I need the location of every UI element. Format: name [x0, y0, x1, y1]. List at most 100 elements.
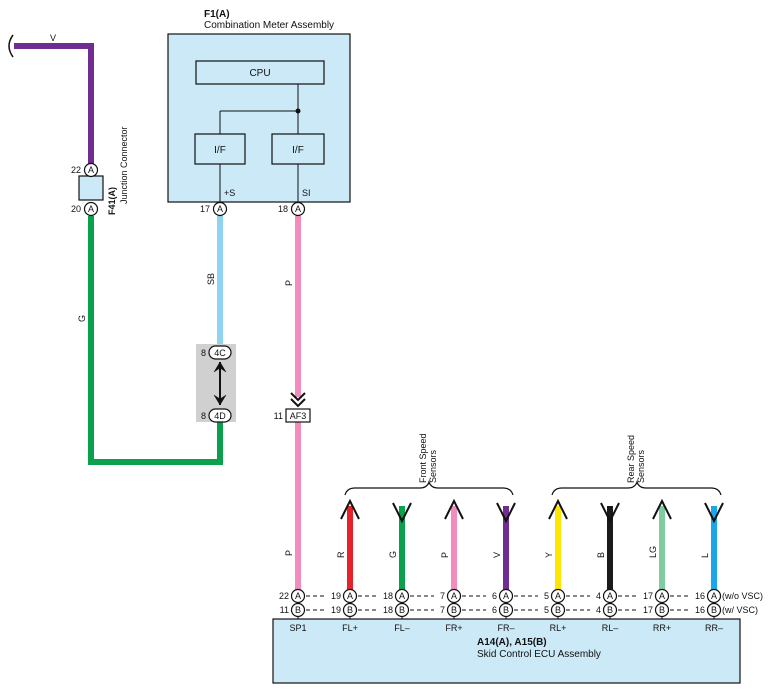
svg-text:A: A: [295, 591, 301, 601]
sensor-pin-num-b: 4: [596, 605, 601, 615]
wire-v: [14, 43, 94, 164]
wire-p-label-upper: P: [284, 280, 294, 286]
sensor-pin-letter-a: A: [347, 591, 353, 601]
sensor-pin-a: [550, 588, 566, 604]
sensor-wire-color: R: [336, 551, 346, 558]
sensor-pin-num-b: 17: [643, 605, 653, 615]
sensor-wire-color: G: [388, 551, 398, 558]
sensor-pin-letter-b: B: [503, 605, 509, 615]
wire-break-symbol: [8, 34, 14, 58]
sensor-terminal-label: FL–: [394, 623, 410, 633]
sensor-pin-letter-b: B: [555, 605, 561, 615]
sensor-arrow-down: [600, 502, 620, 524]
sensor-pin-b: [550, 602, 566, 618]
sensor-pin-letter-a: A: [659, 591, 665, 601]
sensor-pin-letter-b: B: [399, 605, 405, 615]
junction-pin-top: A: [83, 162, 99, 178]
ecu-id: A14(A), A15(B): [477, 637, 547, 648]
sensor-terminal-label: RR–: [705, 623, 723, 633]
sensor-pin-letter-b: B: [607, 605, 613, 615]
sensor-pin-num-b: 18: [383, 605, 393, 615]
sensor-terminal-label: FL+: [342, 623, 358, 633]
ecu-sp1-label: SP1: [289, 623, 306, 633]
sensor-pin-b: [342, 602, 358, 618]
sensor-pin-num-a: 7: [440, 591, 445, 601]
junction-id: F41(A): [107, 187, 117, 215]
sensor-pin-a: [706, 588, 722, 604]
if-right-box: [271, 133, 325, 165]
sensor-pin-num-b: 19: [331, 605, 341, 615]
sensor-pin-num-a: 16: [695, 591, 705, 601]
svg-text:4D: 4D: [214, 411, 226, 421]
ecu-box: [272, 618, 741, 684]
sensor-terminal-label: RR+: [653, 623, 671, 633]
front-sensors-label-1: Front Speed: [418, 433, 428, 483]
sensor-pin-letter-b: B: [659, 605, 665, 615]
meter-pin-18-num: 18: [278, 204, 288, 214]
connector-4c-pin: 8: [201, 348, 206, 358]
rear-sensors-label-1: Rear Speed: [626, 435, 636, 483]
sensor-pin-b: [706, 602, 722, 618]
sensor-pin-letter-b: B: [347, 605, 353, 615]
svg-text:4C: 4C: [214, 348, 226, 358]
wire-p-label-lower: P: [284, 550, 294, 556]
sensor-pin-letter-a: A: [711, 591, 717, 601]
term-plus-s: +S: [224, 188, 235, 198]
sensor-terminal-label: FR–: [497, 623, 514, 633]
sensor-pin-num-a: 5: [544, 591, 549, 601]
sensor-pin-num-a: 6: [492, 591, 497, 601]
ecu-name: Skid Control ECU Assembly: [477, 649, 601, 660]
term-si: SI: [302, 188, 311, 198]
wire-v-label: V: [50, 33, 56, 43]
sensor-wire-color: P: [440, 552, 450, 558]
meter-id: F1(A): [204, 9, 230, 20]
wire-g-left: [88, 216, 223, 465]
sensor-wire-color: L: [700, 553, 710, 558]
sensor-terminals: RA19B19FL+GA18B18FL–PA7B7FR+VA6B6FR–YA5B…: [331, 498, 724, 633]
sensor-wire-color: B: [596, 552, 606, 558]
junction-pin-bottom: A: [83, 201, 99, 217]
sensor-pin-num-b: 6: [492, 605, 497, 615]
front-sensors-brace: [344, 480, 514, 496]
sensor-pin-b: [498, 602, 514, 618]
sensor-wire-color: V: [492, 552, 502, 558]
sensor-arrow-down: [704, 502, 724, 524]
if-right-label: I/F: [292, 145, 304, 156]
sensor-pin-num-a: 19: [331, 591, 341, 601]
bus-junction-dot: [295, 108, 301, 114]
sensor-arrow-up: [652, 498, 672, 520]
junction-box: [78, 175, 104, 201]
sensor-wire-color: LG: [648, 546, 658, 558]
sensor-pin-b: [654, 602, 670, 618]
sensor-pin-letter-a: A: [555, 591, 561, 601]
sensor-pin-b: [394, 602, 410, 618]
sensor-pin-num-b: 16: [695, 605, 705, 615]
connector-af3-pin: 11: [274, 411, 283, 421]
svg-text:A: A: [88, 204, 94, 214]
sensor-pin-letter-a: A: [451, 591, 457, 601]
sensor-pin-b: [446, 602, 462, 618]
ecu-note-b: (w/ VSC): [722, 605, 758, 615]
meter-pin-18: A: [290, 201, 306, 217]
front-sensors-label-2: Sensors: [428, 449, 438, 483]
sensor-pin-letter-a: A: [503, 591, 509, 601]
sensor-pin-letter-a: A: [399, 591, 405, 601]
cpu-label: CPU: [249, 68, 270, 79]
sensor-pin-letter-a: A: [607, 591, 613, 601]
sensor-pin-b: [602, 602, 618, 618]
junction-pin-bottom-num: 20: [71, 204, 81, 214]
sensor-pin-num-a: 4: [596, 591, 601, 601]
ecu-sp1-pin-a-num: 22: [279, 591, 289, 601]
sensor-terminal-label: RL+: [550, 623, 567, 633]
sensor-arrow-up: [340, 498, 360, 520]
connector-4d-pin: 8: [201, 411, 206, 421]
cpu-box: [195, 60, 325, 85]
svg-text:A: A: [217, 204, 223, 214]
